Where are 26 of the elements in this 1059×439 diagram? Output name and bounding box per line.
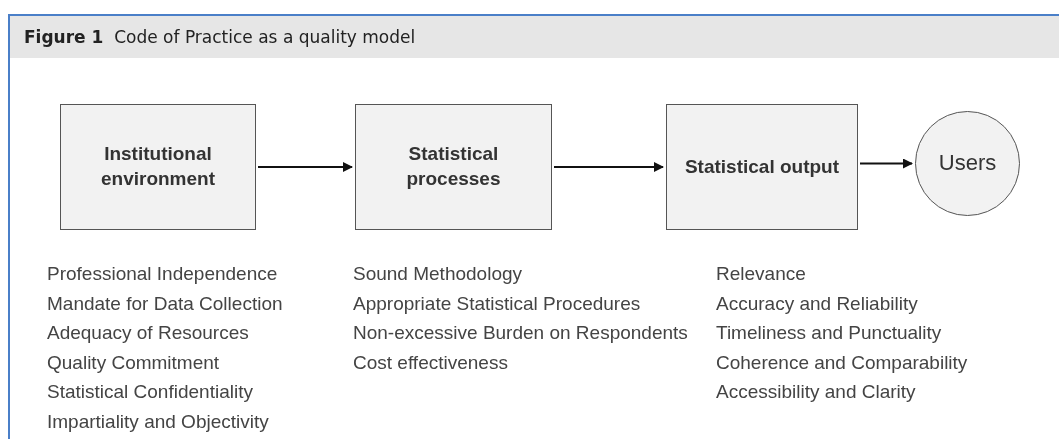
quality-principle: Cost effectiveness bbox=[353, 351, 509, 374]
quality-principle: Impartiality and Objectivity bbox=[47, 410, 270, 433]
node-label: Statistical output bbox=[684, 154, 840, 179]
quality-principle: Professional Independence bbox=[47, 263, 279, 285]
process-box bbox=[60, 104, 256, 230]
quality-principle: Quality Commitment bbox=[47, 351, 221, 374]
quality-principle: Accessibility and Clarity bbox=[716, 381, 917, 403]
quality-principle: Appropriate Statistical Procedures bbox=[353, 292, 642, 315]
quality-principle: Relevance bbox=[716, 263, 807, 285]
process-box bbox=[666, 104, 858, 230]
quality-principle: Mandate for Data Collection bbox=[47, 292, 284, 315]
quality-principle: Coherence and Comparability bbox=[716, 351, 969, 374]
quality-principle: Non-excessive Burden on Respondents bbox=[353, 322, 689, 344]
quality-principle: Statistical Confidentiality bbox=[47, 381, 254, 403]
node-label: Users bbox=[938, 149, 997, 178]
arrow bbox=[553, 162, 664, 172]
figure-title: Figure 1 Code of Practice as a quality model bbox=[23, 27, 416, 47]
quality-principle: Timeliness and Punctuality bbox=[716, 322, 943, 344]
node-label: Institutional environment bbox=[100, 142, 216, 191]
quality-principle: Accuracy and Reliability bbox=[716, 292, 919, 315]
node-label: Statistical processes bbox=[405, 142, 502, 191]
quality-principle: Adequacy of Resources bbox=[47, 322, 250, 344]
quality-principle: Sound Methodology bbox=[353, 263, 523, 285]
arrow bbox=[257, 162, 353, 172]
arrow bbox=[859, 158, 913, 169]
process-box bbox=[355, 104, 552, 230]
